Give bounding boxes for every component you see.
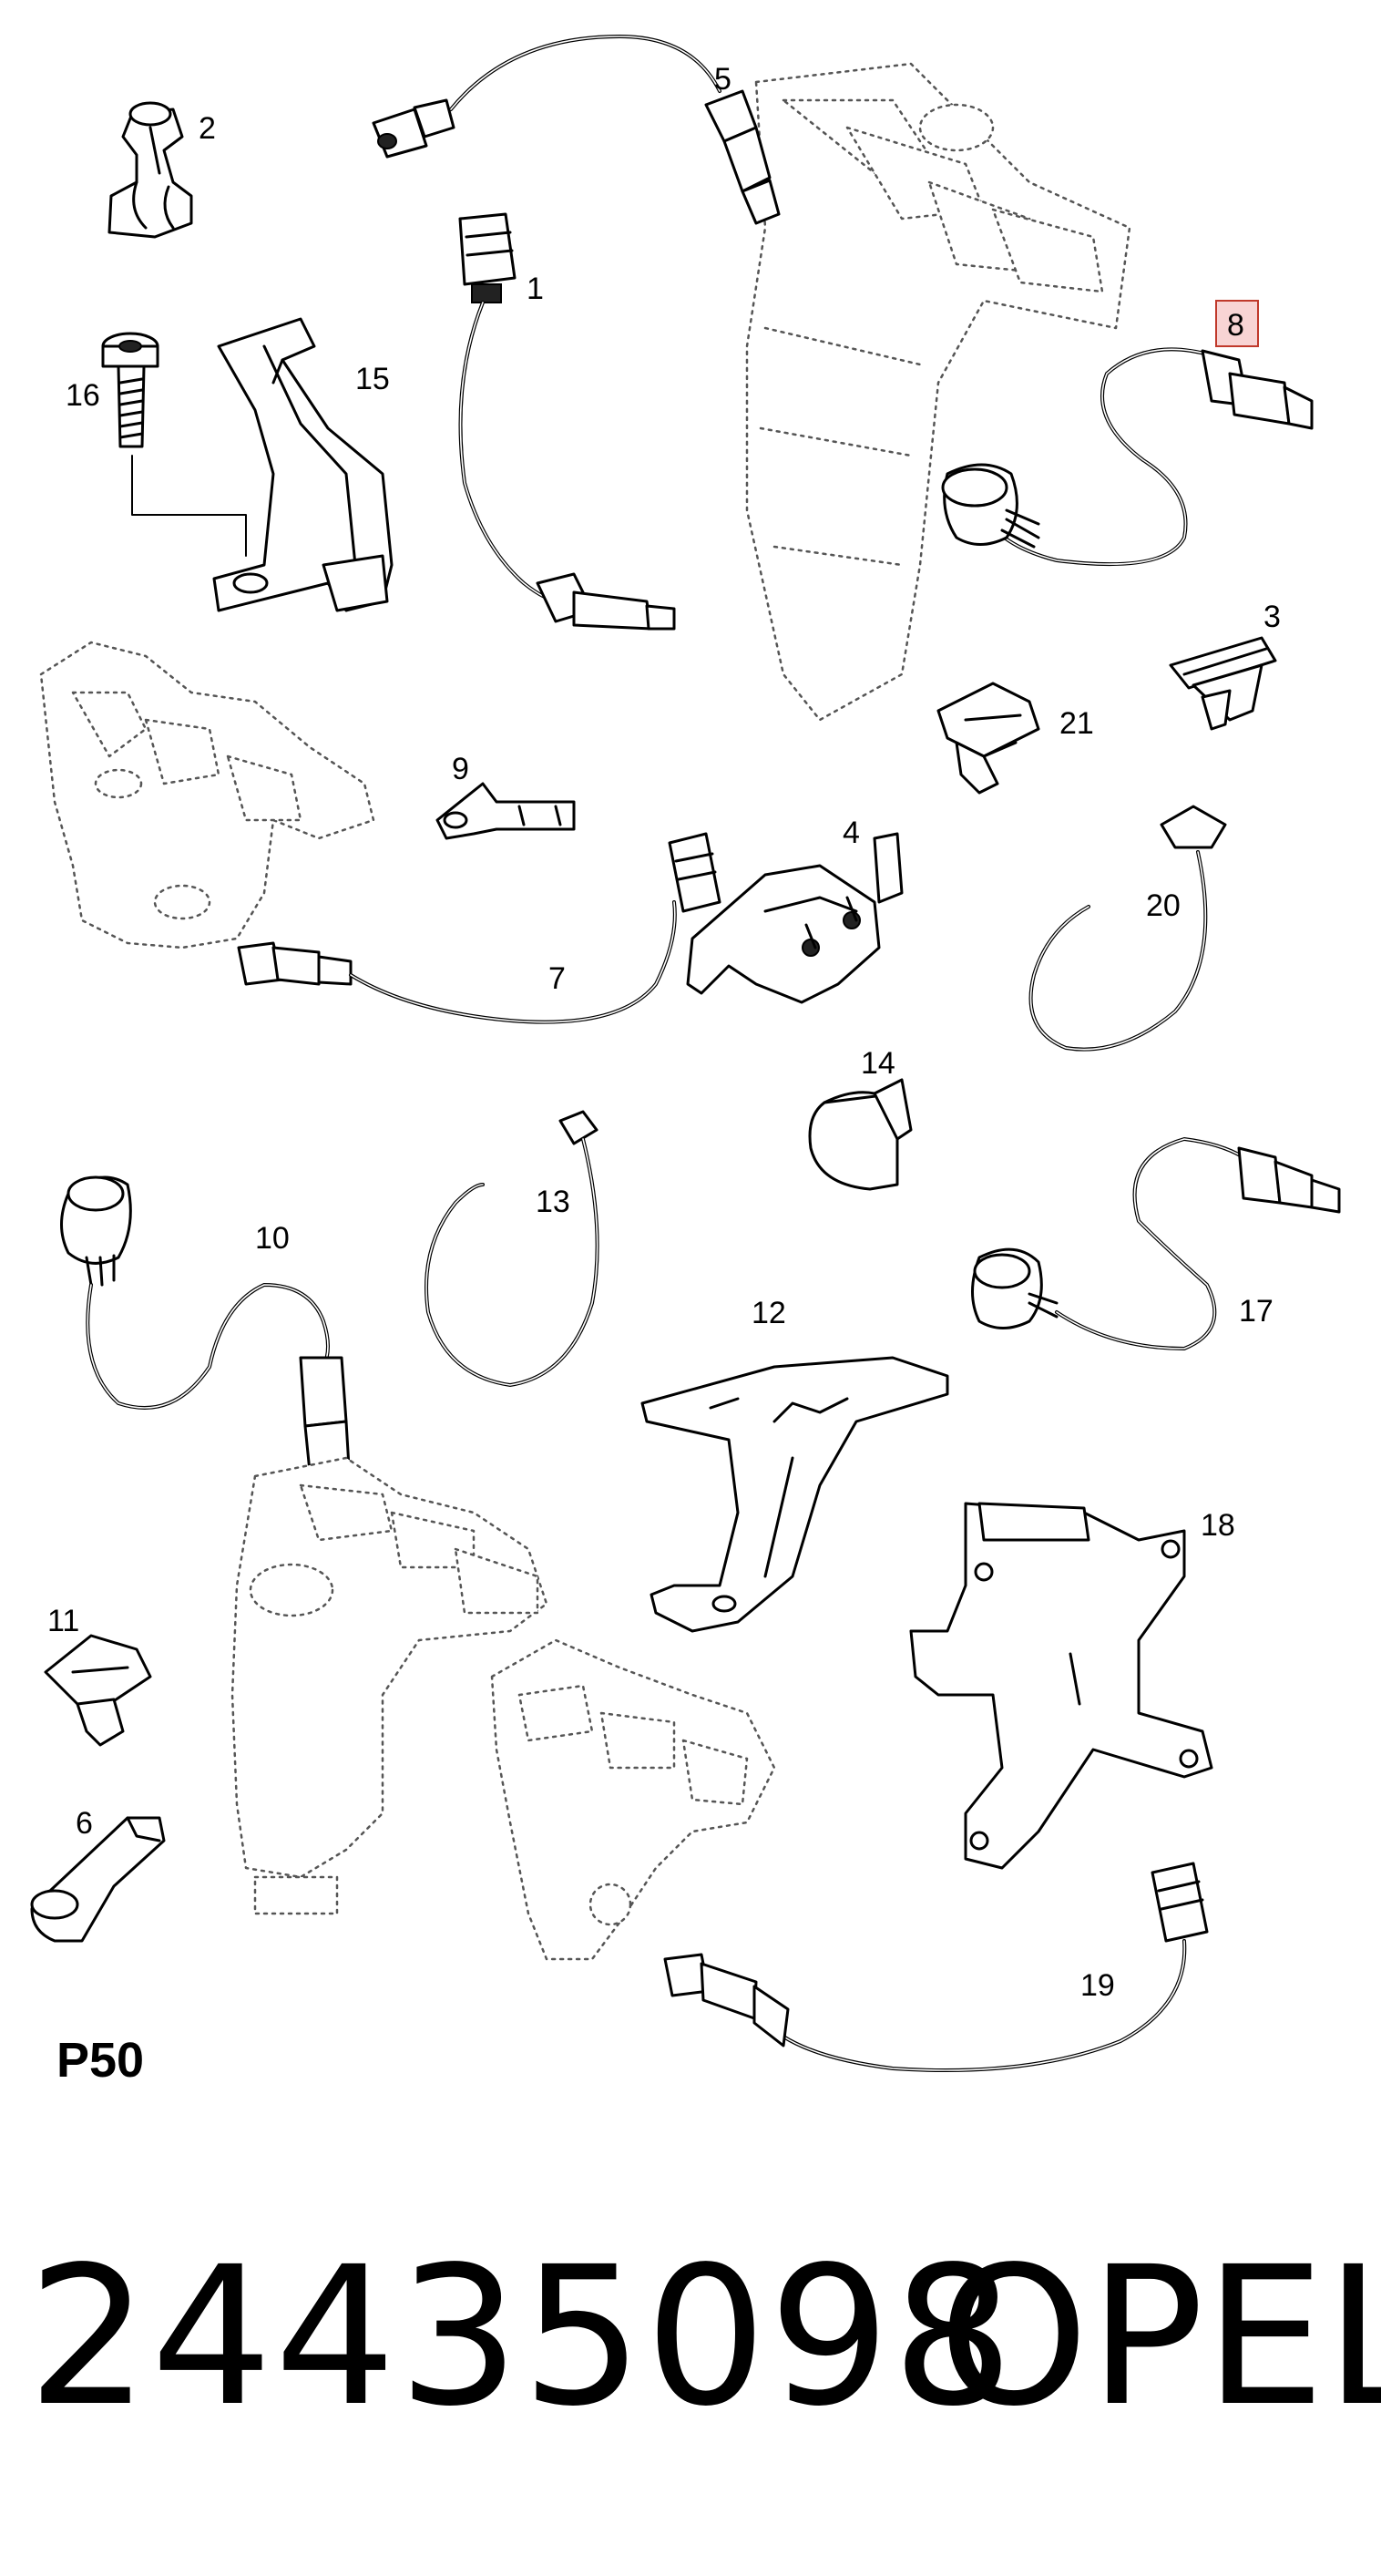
- part-9-bracket[interactable]: [435, 782, 576, 840]
- brand-name: OPEL: [938, 2225, 1381, 2448]
- part-19-oxygen-sensor[interactable]: [663, 1862, 1209, 2072]
- callout-5: 5: [714, 62, 731, 97]
- part-17-oxygen-sensor[interactable]: [971, 1136, 1341, 1351]
- part-1-oxygen-sensor[interactable]: [458, 212, 676, 631]
- callout-11: 11: [47, 1604, 79, 1638]
- ghost-catalytic-converter-top: [745, 62, 1131, 722]
- part-8-oxygen-sensor[interactable]: [941, 347, 1314, 567]
- page-code: P50: [56, 2033, 145, 2088]
- part-4-bracket[interactable]: [686, 832, 904, 1004]
- callout-20: 20: [1146, 888, 1181, 923]
- ghost-exhaust-manifold-left: [39, 641, 375, 949]
- ghost-exhaust-manifold-lower: [490, 1638, 776, 1961]
- callout-9: 9: [452, 752, 469, 786]
- part-20-oxygen-sensor[interactable]: [1028, 805, 1227, 1052]
- callout-1: 1: [527, 272, 544, 306]
- part-3-clip[interactable]: [1169, 636, 1277, 731]
- part-7-oxygen-sensor[interactable]: [237, 832, 721, 1024]
- callout-2: 2: [199, 111, 216, 146]
- part-13-cable-tie[interactable]: [425, 1110, 599, 1388]
- callout-16: 16: [66, 378, 100, 413]
- callout-17: 17: [1239, 1294, 1274, 1329]
- callout-4: 4: [843, 816, 860, 850]
- callout-labels: 2 5 1 8 16 15 3 21 9 4 20 7 14 13 10 17 …: [47, 62, 1281, 2003]
- callout-7: 7: [548, 961, 566, 996]
- callout-3: 3: [1263, 600, 1281, 634]
- part-16-bolt[interactable]: [101, 332, 247, 557]
- part-18-bracket[interactable]: [909, 1502, 1213, 1870]
- part-6-clamp[interactable]: [30, 1816, 166, 1943]
- part-15-bracket[interactable]: [212, 317, 394, 612]
- callout-15: 15: [355, 362, 390, 396]
- part-number: 24435098: [27, 2225, 1016, 2448]
- part-21-clip[interactable]: [936, 682, 1040, 795]
- callout-12: 12: [752, 1296, 786, 1330]
- part-10-oxygen-sensor[interactable]: [60, 1175, 351, 1498]
- callout-19: 19: [1080, 1968, 1115, 2003]
- callout-21: 21: [1059, 706, 1094, 741]
- callout-13: 13: [536, 1185, 570, 1219]
- callout-8-highlight: [1215, 300, 1259, 347]
- callout-8[interactable]: 8: [1227, 308, 1244, 343]
- part-11-clip[interactable]: [44, 1634, 152, 1747]
- callout-14: 14: [861, 1046, 895, 1081]
- part-14-clamp[interactable]: [808, 1078, 913, 1191]
- part-2-clamp[interactable]: [107, 101, 193, 239]
- ghost-catalytic-converter-lower: [230, 1456, 548, 1915]
- part-12-bracket[interactable]: [640, 1356, 949, 1633]
- callout-18: 18: [1201, 1508, 1235, 1543]
- callout-6: 6: [76, 1806, 93, 1841]
- part-5-oxygen-sensor[interactable]: [372, 34, 781, 225]
- callout-10: 10: [255, 1221, 290, 1256]
